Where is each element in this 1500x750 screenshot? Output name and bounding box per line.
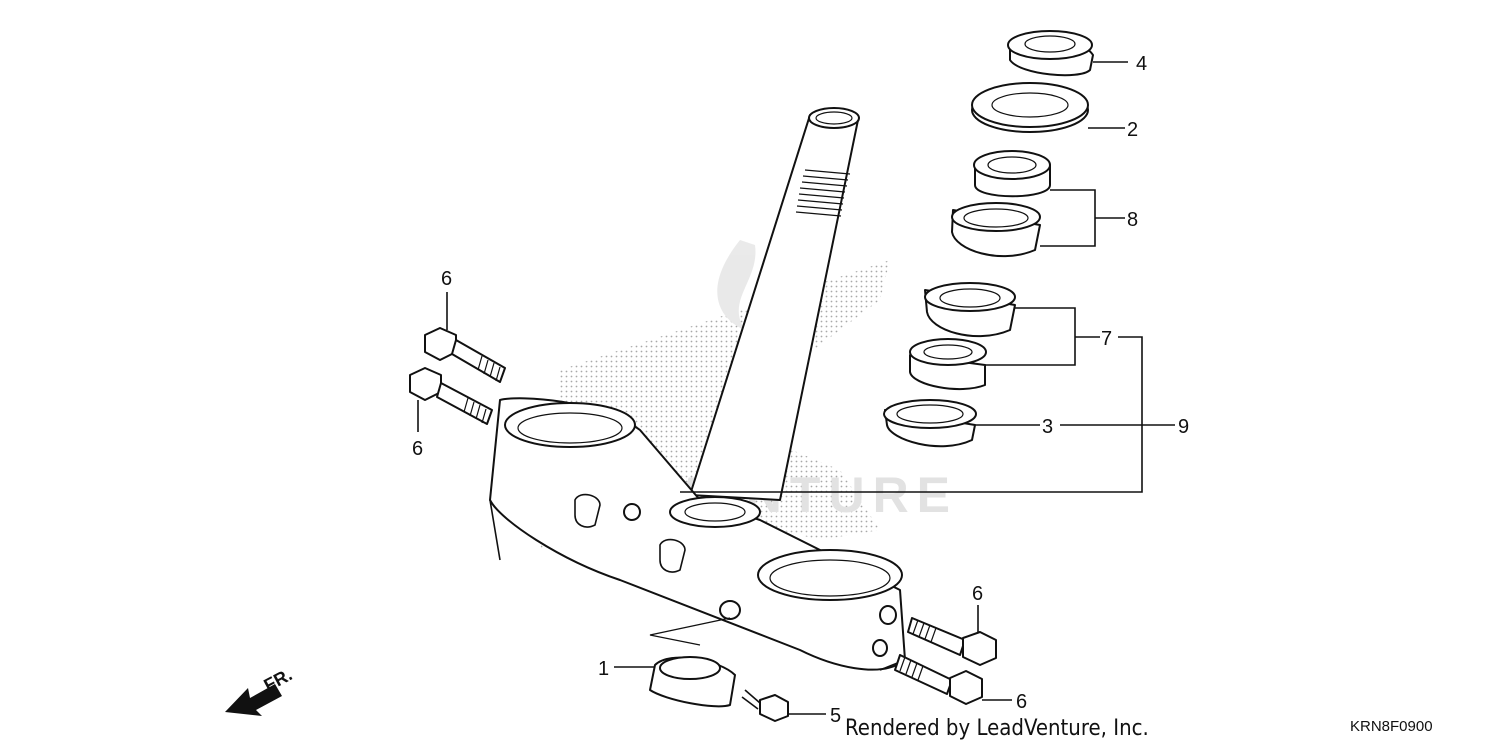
callout-5: 5 (830, 705, 841, 727)
callout-6-upper-left: 6 (441, 268, 452, 290)
part-8-upper-bearing (951, 150, 1051, 258)
part-6-bolt-upper-left (424, 327, 506, 383)
callout-6-upper-right: 6 (972, 583, 983, 605)
part-3-lower-seal (883, 399, 977, 448)
part-6-bolt-upper-right (907, 617, 997, 666)
callout-8: 8 (1127, 209, 1138, 231)
part-7-lower-bearing (909, 282, 1016, 391)
diagram-code: KRN8F0900 (1350, 718, 1433, 735)
part-4-lock-nut (1007, 30, 1094, 77)
callout-6-lower-left: 6 (412, 438, 423, 460)
callout-4: 4 (1136, 53, 1147, 75)
callouts: 4 2 8 7 9 3 6 6 6 6 1 5 (412, 53, 1189, 727)
part-1-clamp (649, 656, 736, 708)
part-6-bolt-lower-left (409, 367, 493, 425)
callout-6-lower-right: 6 (1016, 691, 1027, 713)
render-credit: Rendered by LeadVenture, Inc. (845, 716, 1149, 741)
steering-stem (689, 107, 860, 501)
part-2-dust-seal (971, 82, 1089, 133)
callout-3: 3 (1042, 416, 1053, 438)
part-5-bolt (741, 689, 789, 722)
lower-triple-clamp (489, 397, 906, 671)
part-6-bolt-lower-right (894, 654, 983, 705)
callout-2: 2 (1127, 119, 1138, 141)
front-arrow-icon: FR. (225, 664, 295, 716)
leader-lines (417, 61, 1175, 715)
callout-1: 1 (598, 658, 609, 680)
callout-7: 7 (1101, 328, 1112, 350)
leader-1-ref (649, 617, 731, 646)
callout-9: 9 (1178, 416, 1189, 438)
